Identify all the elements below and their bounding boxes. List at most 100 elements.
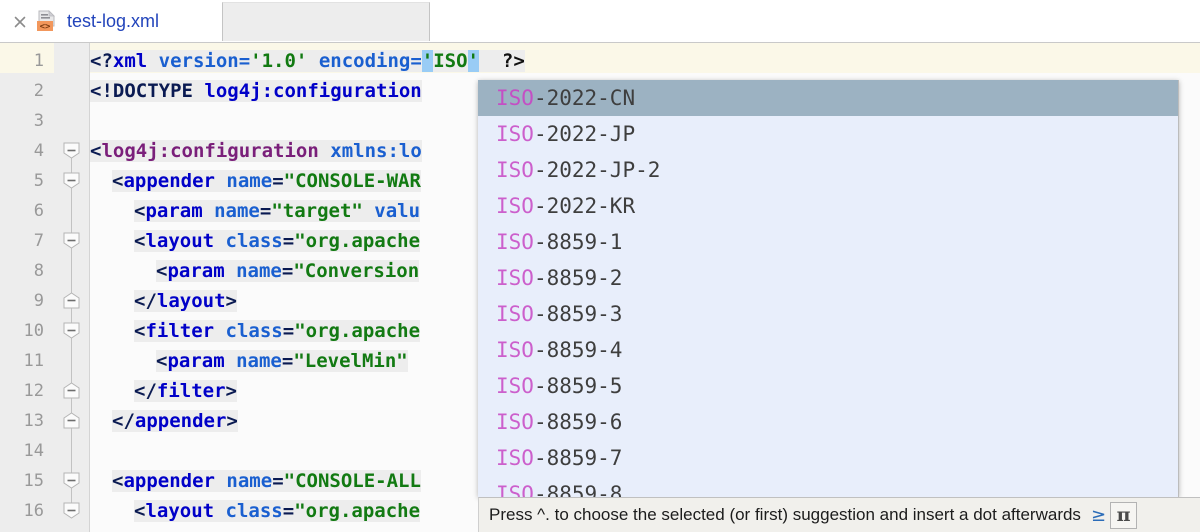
completion-item[interactable]: ISO-8859-5 — [478, 368, 1178, 404]
completion-item-match: ISO — [496, 266, 534, 290]
code-token: "CONSOLE-WAR — [283, 170, 421, 192]
code-token: filter — [156, 380, 226, 402]
completion-item[interactable]: ISO-8859-4 — [478, 332, 1178, 368]
fold-collapse-icon[interactable] — [62, 321, 81, 340]
code-token: < — [134, 200, 146, 222]
code-token: name — [214, 200, 260, 222]
line-number: 2 — [33, 81, 44, 101]
code-line[interactable]: <filter class="org.apache — [134, 316, 421, 346]
code-token: < — [156, 350, 168, 372]
completion-item[interactable]: ISO-2022-CN — [478, 80, 1178, 116]
fold-collapse-icon[interactable] — [62, 471, 81, 490]
code-line[interactable]: <!DOCTYPE log4j:configuration — [90, 76, 422, 106]
line-number: 5 — [33, 171, 44, 191]
code-line[interactable]: <param name="LevelMin" — [156, 346, 408, 376]
line-number: 11 — [23, 351, 44, 371]
tab-inactive-placeholder[interactable] — [222, 2, 430, 41]
code-token — [214, 230, 225, 252]
code-token: "target" — [271, 200, 363, 222]
completion-item[interactable]: ISO-2022-JP — [478, 116, 1178, 152]
code-token: "LevelMin" — [293, 350, 408, 372]
fold-collapse-icon[interactable] — [62, 501, 81, 520]
code-line[interactable]: <?xml version='1.0' encoding='ISO' ?> — [90, 46, 525, 76]
code-line[interactable]: <param name="target" valu — [134, 196, 421, 226]
completion-item-match: ISO — [496, 122, 534, 146]
completion-item[interactable]: ISO-8859-8 — [478, 476, 1178, 497]
code-token: = — [282, 500, 295, 522]
completion-item-rest: -8859-3 — [533, 302, 623, 326]
completion-item-match: ISO — [496, 194, 534, 218]
completion-item-rest: -2022-JP — [533, 122, 636, 146]
code-token — [203, 200, 214, 222]
close-icon[interactable] — [12, 14, 28, 30]
code-line[interactable]: <layout class="org.apache — [134, 496, 421, 526]
code-line-content: <log4j:configuration xmlns:lo — [90, 140, 422, 162]
expand-arrow-icon[interactable]: ≥ — [1090, 504, 1107, 526]
code-line[interactable]: <log4j:configuration xmlns:lo — [90, 136, 422, 166]
code-token: < — [134, 230, 146, 252]
completion-item-rest: -2022-CN — [533, 86, 636, 110]
line-number: 3 — [33, 111, 44, 131]
code-token: layout — [145, 500, 215, 522]
completion-item-rest: -8859-2 — [533, 266, 623, 290]
code-token: "org.apache — [294, 320, 421, 342]
code-line[interactable]: </appender> — [112, 406, 238, 436]
completion-item[interactable]: ISO-8859-7 — [478, 440, 1178, 476]
completion-item-rest: -8859-8 — [533, 482, 623, 497]
code-line-content: <!DOCTYPE log4j:configuration — [90, 80, 422, 102]
completion-item[interactable]: ISO-2022-JP-2 — [478, 152, 1178, 188]
code-line[interactable]: <appender name="CONSOLE-WAR — [112, 166, 421, 196]
completion-item[interactable]: ISO-8859-2 — [478, 260, 1178, 296]
code-line-content: <layout class="org.apache — [134, 500, 421, 522]
fold-end-icon[interactable] — [62, 381, 81, 400]
code-token: = — [272, 170, 284, 192]
completion-item[interactable]: ISO-8859-3 — [478, 296, 1178, 332]
code-token — [215, 470, 226, 492]
xml-file-icon: <> — [34, 9, 60, 35]
fold-collapse-icon[interactable] — [62, 141, 81, 160]
completion-item[interactable]: ISO-2022-KR — [478, 188, 1178, 224]
code-folding-gutter[interactable] — [54, 43, 90, 532]
code-token — [363, 200, 374, 222]
fold-collapse-icon[interactable] — [62, 231, 81, 250]
code-token: name — [226, 470, 273, 492]
code-token: param — [145, 200, 203, 222]
code-line[interactable]: <layout class="org.apache — [134, 226, 421, 256]
attribute-name: encoding= — [307, 50, 422, 72]
code-line-content: </appender> — [112, 410, 238, 432]
fold-collapse-icon[interactable] — [62, 171, 81, 190]
code-token — [225, 350, 236, 372]
code-line[interactable]: <appender name="CONSOLE-ALL — [112, 466, 421, 496]
code-token — [214, 320, 225, 342]
completion-item-match: ISO — [496, 158, 534, 182]
fold-end-icon[interactable] — [62, 411, 81, 430]
completion-item-match: ISO — [496, 86, 534, 110]
code-line-content: <?xml version='1.0' encoding='ISO' ?> — [90, 50, 525, 72]
completion-item-match: ISO — [496, 302, 534, 326]
code-token: > — [225, 380, 237, 402]
code-token: layout — [145, 230, 215, 252]
completion-item-rest: -8859-4 — [533, 338, 623, 362]
code-line[interactable]: <param name="Conversion — [156, 256, 420, 286]
line-number: 9 — [33, 291, 44, 311]
completion-item[interactable]: ISO-8859-6 — [478, 404, 1178, 440]
code-line-content: </layout> — [134, 290, 237, 312]
completion-item-match: ISO — [496, 482, 534, 497]
code-token: = — [272, 470, 284, 492]
code-token: class — [225, 500, 283, 522]
completion-item-rest: -8859-7 — [533, 446, 623, 470]
code-token: xmlns:lo — [330, 140, 422, 162]
code-token — [319, 140, 330, 162]
code-token: </ — [112, 410, 135, 432]
pi-settings-icon[interactable]: π — [1110, 501, 1138, 529]
fold-end-icon[interactable] — [62, 291, 81, 310]
code-line[interactable]: </layout> — [134, 286, 237, 316]
completion-item-rest: -2022-JP-2 — [533, 158, 661, 182]
completion-item[interactable]: ISO-8859-1 — [478, 224, 1178, 260]
code-token — [214, 500, 225, 522]
code-token: = — [282, 320, 295, 342]
tab-test-log-xml[interactable]: <> test-log.xml — [0, 0, 222, 43]
code-line[interactable]: </filter> — [134, 376, 237, 406]
